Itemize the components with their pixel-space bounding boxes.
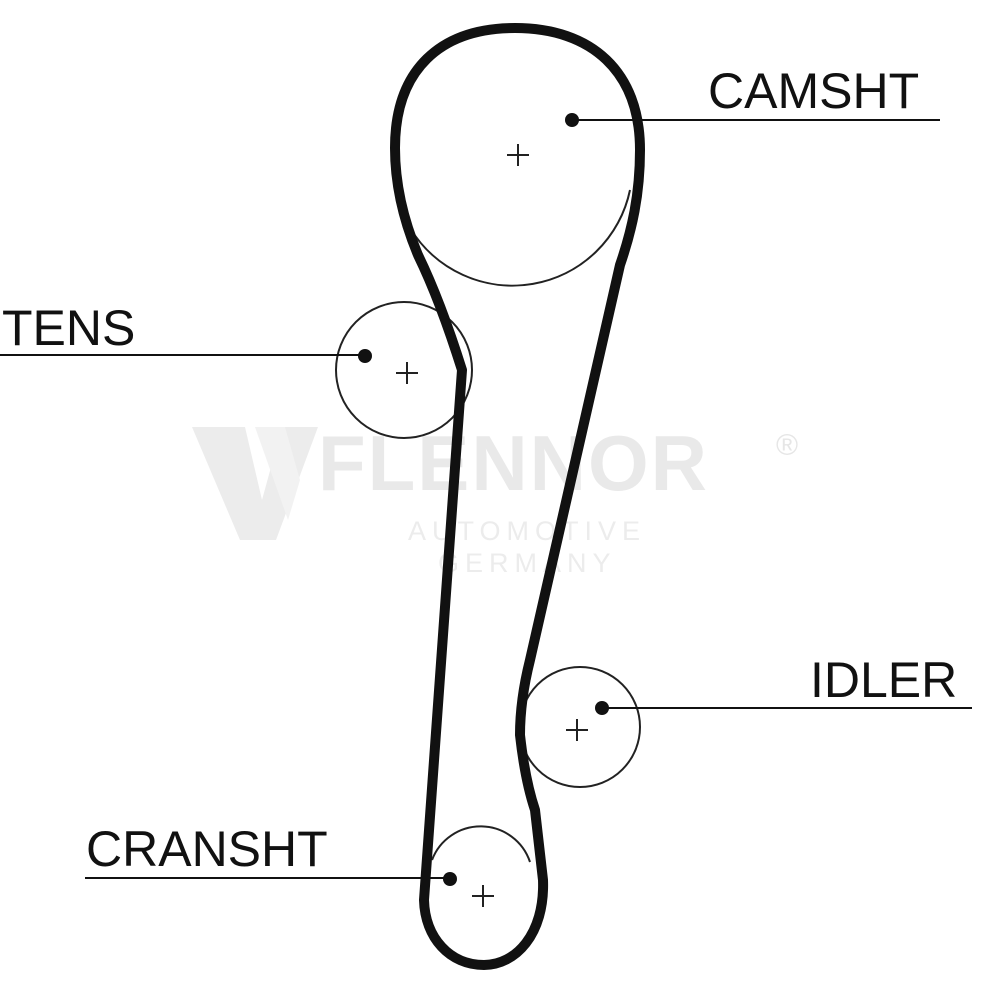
idler-center-cross — [566, 719, 588, 741]
tensioner-pulley — [335, 301, 473, 439]
camshaft-label: CAMSHT — [708, 63, 919, 119]
camshaft-pulley-arc — [409, 189, 631, 287]
crankshaft-pulley-arc — [431, 825, 531, 863]
tensioner-label: TENS — [2, 300, 135, 356]
idler-pulley — [519, 666, 641, 788]
timing-belt — [390, 23, 645, 970]
watermark-line-1: AUTOMOTIVE — [408, 516, 646, 546]
watermark-logo-mark — [192, 427, 318, 540]
camshaft-center-cross — [507, 144, 529, 166]
idler-leader-dot — [595, 701, 609, 715]
idler-label: IDLER — [810, 652, 957, 708]
crankshaft-leader-dot — [443, 872, 457, 886]
watermark: FLENNOR ® AUTOMOTIVE GERMANY — [192, 419, 798, 578]
tensioner-center-cross — [396, 362, 418, 384]
crankshaft-label: CRANSHT — [86, 821, 328, 877]
tensioner-leader-dot — [358, 349, 372, 363]
crankshaft-center-cross — [472, 885, 494, 907]
watermark-registered-mark: ® — [776, 429, 798, 462]
watermark-logo-mark-inner — [255, 427, 300, 520]
watermark-line-2: GERMANY — [438, 548, 617, 578]
watermark-brand: FLENNOR — [318, 419, 709, 507]
camshaft-leader-dot — [565, 113, 579, 127]
